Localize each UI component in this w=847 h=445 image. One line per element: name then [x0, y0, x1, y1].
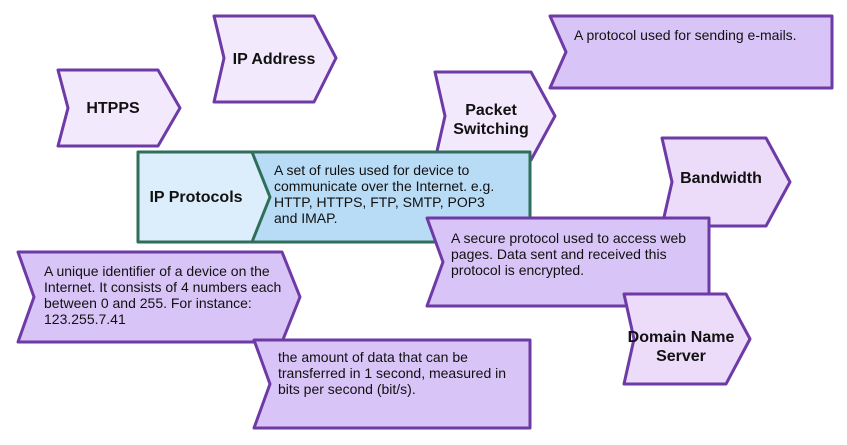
ip-protocols-term-shape — [136, 150, 272, 244]
bandwidth-definition-card-shape — [252, 338, 532, 430]
htpps-card-shape — [56, 68, 182, 148]
ip-protocols-definition-card[interactable]: A set of rules used for device to commun… — [244, 148, 534, 246]
unique-identifier-definition-text: A unique identifier of a device on the I… — [44, 263, 282, 327]
bandwidth-definition-text: the amount of data that can be transferr… — [278, 349, 507, 397]
packet-switching-term-card[interactable]: Packet Switching — [431, 68, 559, 164]
ip-protocols-term-card[interactable]: IP Protocols — [134, 148, 274, 246]
htpps-term-label: HTPPS — [86, 99, 140, 117]
bandwidth-card-shape — [660, 136, 792, 228]
packet-switching-term-label: Packet Switching — [453, 102, 529, 138]
ip-protocols-term-label: IP Protocols — [149, 188, 243, 206]
htpps-term-card[interactable]: HTPPS — [54, 66, 184, 150]
ip-address-term-label: IP Address — [232, 50, 316, 68]
ip-address-term-card[interactable]: IP Address — [210, 12, 340, 106]
bandwidth-term-label: Bandwidth — [680, 169, 762, 187]
secure-protocol-definition-text: A secure protocol used to access web pag… — [451, 230, 687, 278]
ip-address-card-shape — [212, 14, 338, 104]
bandwidth-definition-card[interactable]: the amount of data that can be transferr… — [250, 336, 534, 432]
email-protocol-definition-card[interactable]: A protocol used for sending e-mails. — [546, 12, 836, 92]
unique-identifier-definition-card[interactable]: A unique identifier of a device on the I… — [14, 248, 304, 346]
domain-name-server-term-label: Domain Name Server — [627, 329, 735, 365]
bandwidth-term-card[interactable]: Bandwidth — [658, 134, 794, 230]
secure-protocol-card-shape — [425, 216, 711, 308]
email-protocol-card-shape — [548, 14, 834, 90]
email-protocol-definition-text: A protocol used for sending e-mails. — [574, 27, 797, 43]
secure-protocol-definition-card[interactable]: A secure protocol used to access web pag… — [423, 214, 713, 310]
domain-name-server-term-card[interactable]: Domain Name Server — [620, 290, 754, 388]
ip-protocols-definition-text: A set of rules used for device to commun… — [274, 162, 495, 226]
domain-name-server-card-shape — [622, 292, 752, 386]
